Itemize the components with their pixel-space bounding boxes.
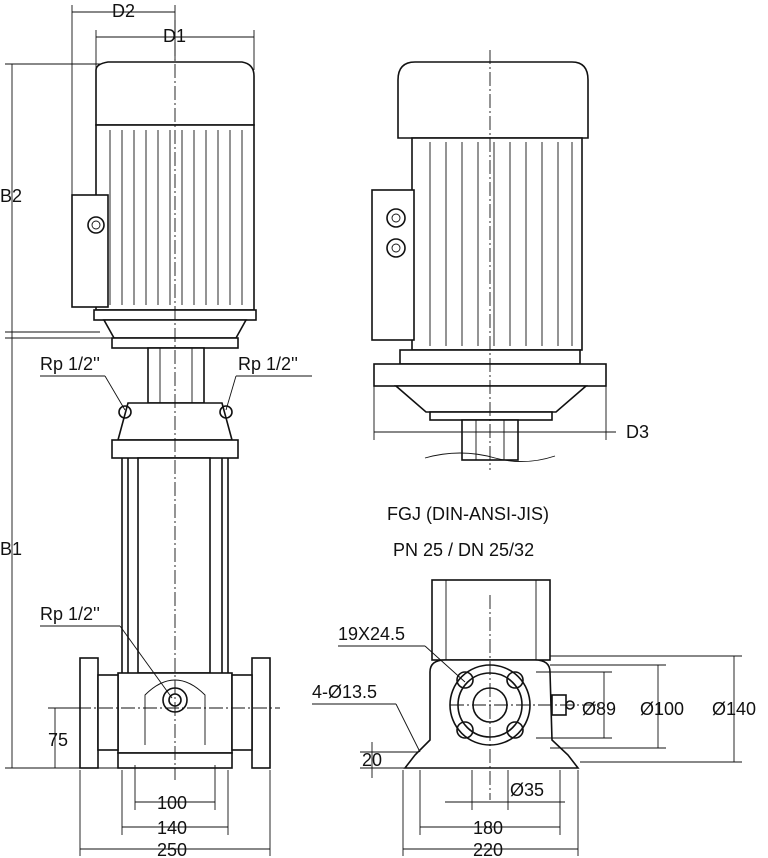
dim-b1-label: B1 [0,539,22,559]
side-view: D3 [371,50,649,470]
dim-180-label: 180 [473,818,503,838]
dim-140-label: 140 [157,818,187,838]
flange-view: FGJ (DIN-ANSI-JIS) PN 25 / DN 25/32 19X2… [312,504,756,858]
port-bottom-label: Rp 1/2'' [40,604,100,624]
slot-label: 19X24.5 [338,624,405,644]
dim-20-label: 20 [362,750,382,770]
holes-label: 4-Ø13.5 [312,682,377,702]
side-motor-fins [429,142,573,346]
flange-title-line1: FGJ (DIN-ANSI-JIS) [387,504,549,524]
port-left-label: Rp 1/2'' [40,354,100,374]
dim-b2-label: B2 [0,186,22,206]
motor-fins [109,130,243,305]
dim-d3-label: D3 [626,422,649,442]
dim-250-label: 250 [157,840,187,858]
flange-title-line2: PN 25 / DN 25/32 [393,540,534,560]
dim-d2-label: D2 [112,1,135,21]
dim-35-label: Ø35 [510,780,544,800]
dim-100-dia-label: Ø100 [640,699,684,719]
port-right-label: Rp 1/2'' [238,354,298,374]
dim-d1-label: D1 [163,26,186,46]
dim-100-label: 100 [157,793,187,813]
dim-220-label: 220 [473,840,503,858]
dim-140-dia-label: Ø140 [712,699,756,719]
front-view: D2 D1 B2 B1 [0,1,312,858]
dim-89-label: Ø89 [582,699,616,719]
dim-75-label: 75 [48,730,68,750]
